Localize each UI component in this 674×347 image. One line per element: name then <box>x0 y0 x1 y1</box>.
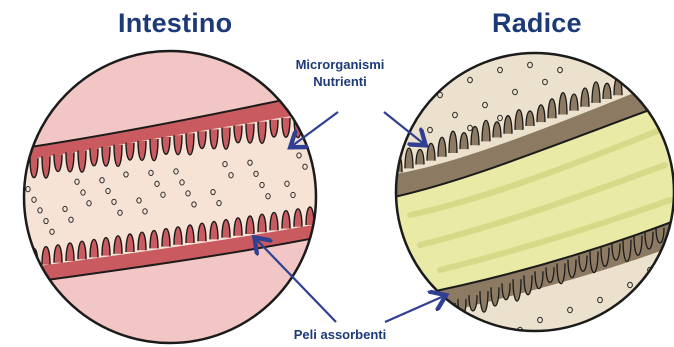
villus <box>90 149 98 166</box>
villus <box>18 250 26 268</box>
root-circle <box>390 53 674 338</box>
villus <box>210 221 218 239</box>
villus <box>54 245 62 263</box>
root-hair <box>460 133 468 150</box>
root-hair <box>515 110 523 130</box>
root-hair <box>612 244 620 261</box>
villus <box>162 229 170 247</box>
arrow-to-root-hairs <box>385 296 444 322</box>
villus <box>186 225 194 243</box>
villus <box>150 139 158 161</box>
villus <box>126 234 134 252</box>
villus <box>30 158 38 178</box>
villus <box>138 141 146 161</box>
root-hair <box>482 120 490 141</box>
root-hair <box>581 88 589 107</box>
villus <box>270 212 278 230</box>
root-hair <box>427 143 435 160</box>
root-hair <box>405 148 413 168</box>
villus <box>234 218 242 236</box>
villus <box>42 156 50 178</box>
root-hair <box>623 240 631 262</box>
root-hair <box>526 111 534 126</box>
villus <box>282 118 290 138</box>
root-hair <box>548 99 556 119</box>
villus <box>174 227 182 245</box>
villus <box>126 143 134 160</box>
villus <box>66 243 74 261</box>
villus <box>150 230 158 248</box>
root-hair <box>645 232 653 249</box>
villus <box>258 214 266 232</box>
root-hair <box>592 82 600 103</box>
root-hair <box>537 105 545 122</box>
root-hair <box>535 271 543 288</box>
villus <box>54 154 62 171</box>
villus <box>258 122 266 144</box>
villus <box>138 232 146 250</box>
villus <box>114 236 122 254</box>
root-hair <box>656 228 664 243</box>
root-hair <box>603 83 611 99</box>
root-hair <box>570 94 578 111</box>
villus <box>42 247 50 265</box>
villus <box>78 150 86 172</box>
villus <box>282 211 290 229</box>
label-peli-assorbenti: Peli assorbenti <box>270 326 410 343</box>
villus <box>102 147 110 167</box>
villus <box>270 120 278 137</box>
villus <box>114 145 122 167</box>
villus <box>306 114 314 131</box>
label-nutrienti: Nutrienti <box>270 73 410 90</box>
root-hair <box>557 263 565 283</box>
label-microrganismi: Microrganismi <box>270 56 410 73</box>
root-hair <box>438 137 446 157</box>
villus <box>78 241 86 259</box>
root-hair <box>513 279 521 301</box>
root-hair <box>524 275 532 295</box>
root-hair <box>449 131 457 153</box>
intestine-circle <box>10 51 330 343</box>
villus <box>222 220 230 238</box>
villus <box>294 209 302 227</box>
villus <box>210 129 218 149</box>
villus <box>222 127 230 149</box>
dot <box>558 332 563 338</box>
villus <box>198 131 206 148</box>
villus <box>102 238 110 256</box>
dot <box>613 312 618 318</box>
dot <box>638 297 643 303</box>
root-hair <box>579 256 587 272</box>
root-hair <box>559 93 567 115</box>
villus <box>162 137 170 154</box>
root-hair <box>504 116 512 134</box>
villus <box>246 124 254 144</box>
root-hair <box>568 259 576 277</box>
root-hair <box>436 307 444 322</box>
root-hair <box>502 283 510 300</box>
villus <box>246 216 254 234</box>
villus <box>90 239 98 257</box>
root-hair <box>493 122 501 138</box>
root-hair <box>469 295 477 311</box>
root-hair <box>416 150 424 165</box>
root-hair <box>601 248 609 267</box>
root-hair <box>590 252 598 273</box>
villus <box>318 205 326 223</box>
root-hair <box>634 236 642 256</box>
root-hair <box>480 291 488 312</box>
villus <box>198 223 206 241</box>
villus <box>174 135 182 155</box>
root-hair <box>546 267 554 282</box>
villus <box>66 152 74 172</box>
villus <box>234 126 242 143</box>
villus <box>186 133 194 155</box>
root-hair <box>491 287 499 306</box>
